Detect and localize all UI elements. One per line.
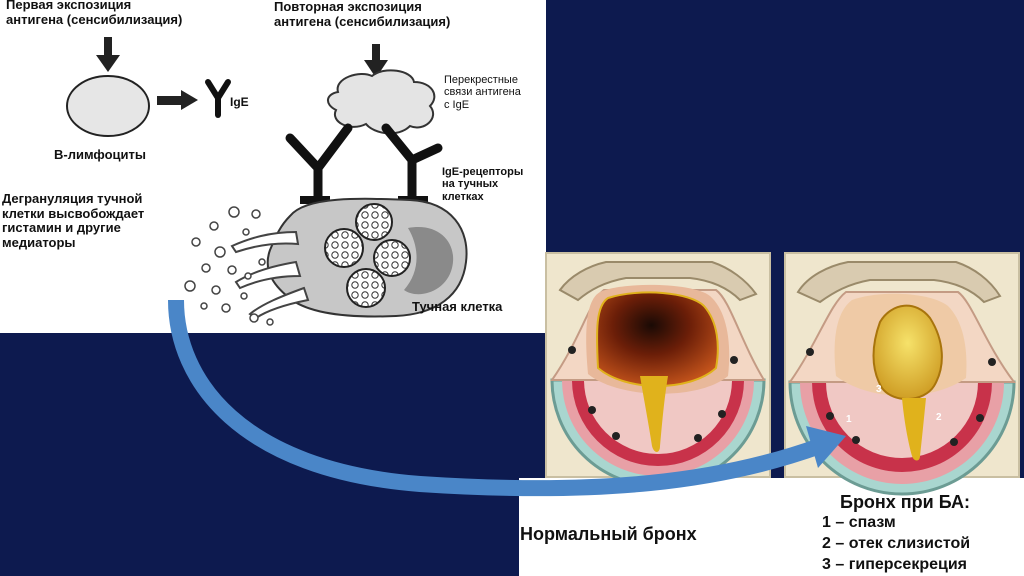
b-lymphocytes-label: В-лимфоциты [54,147,147,162]
mast-cell-nucleus [404,227,454,295]
normal-bronchus-illustration [550,261,766,488]
repeat-exposure-label: Повторная экспозиция антигена (сенсибили… [274,0,451,29]
asthma-bronchus-illustration [788,261,1016,496]
flow-arrow-head [806,426,846,468]
right-arrow-to-ige [157,90,198,110]
ba-title: Бронх при БА: [840,492,970,512]
degranulation-label: Дегрануляция тучной клетки высвобождает … [2,191,145,250]
first-exposure-label: Первая экспозиция антигена (сенсибилизац… [6,0,183,27]
marker-3: 3 [876,384,882,395]
antigen-blob [327,69,436,135]
ba-item-edema: 2 – отек слизистой [822,535,971,552]
ba-item-hypersecretion: 3 – гиперсекреция [822,556,968,573]
down-arrow-repeat [364,44,388,78]
granules [324,203,411,308]
b-lymphocyte-cell [66,75,150,137]
marker-1: 1 [846,414,852,425]
normal-bronchus-label: Нормальный бронх [520,524,697,544]
ige-receptor-left [285,123,353,205]
marker-2: 2 [936,412,942,423]
flow-arrow [168,299,823,497]
degranulation-streams [230,230,310,320]
mast-cell-label: Тучная клетка [412,299,503,314]
ba-item-spasm: 1 – спазм [822,514,896,531]
down-arrow-first [96,37,120,72]
ige-antibody-icon [205,79,231,118]
ige-label: IgE [230,95,249,109]
ige-receptors-label: IgE-рецепторы на тучных клетках [442,166,524,203]
ige-receptor-right [381,123,443,205]
mediator-particles [184,206,274,326]
crosslinks-label: Перекрестные связи антигена с IgE [444,74,521,111]
